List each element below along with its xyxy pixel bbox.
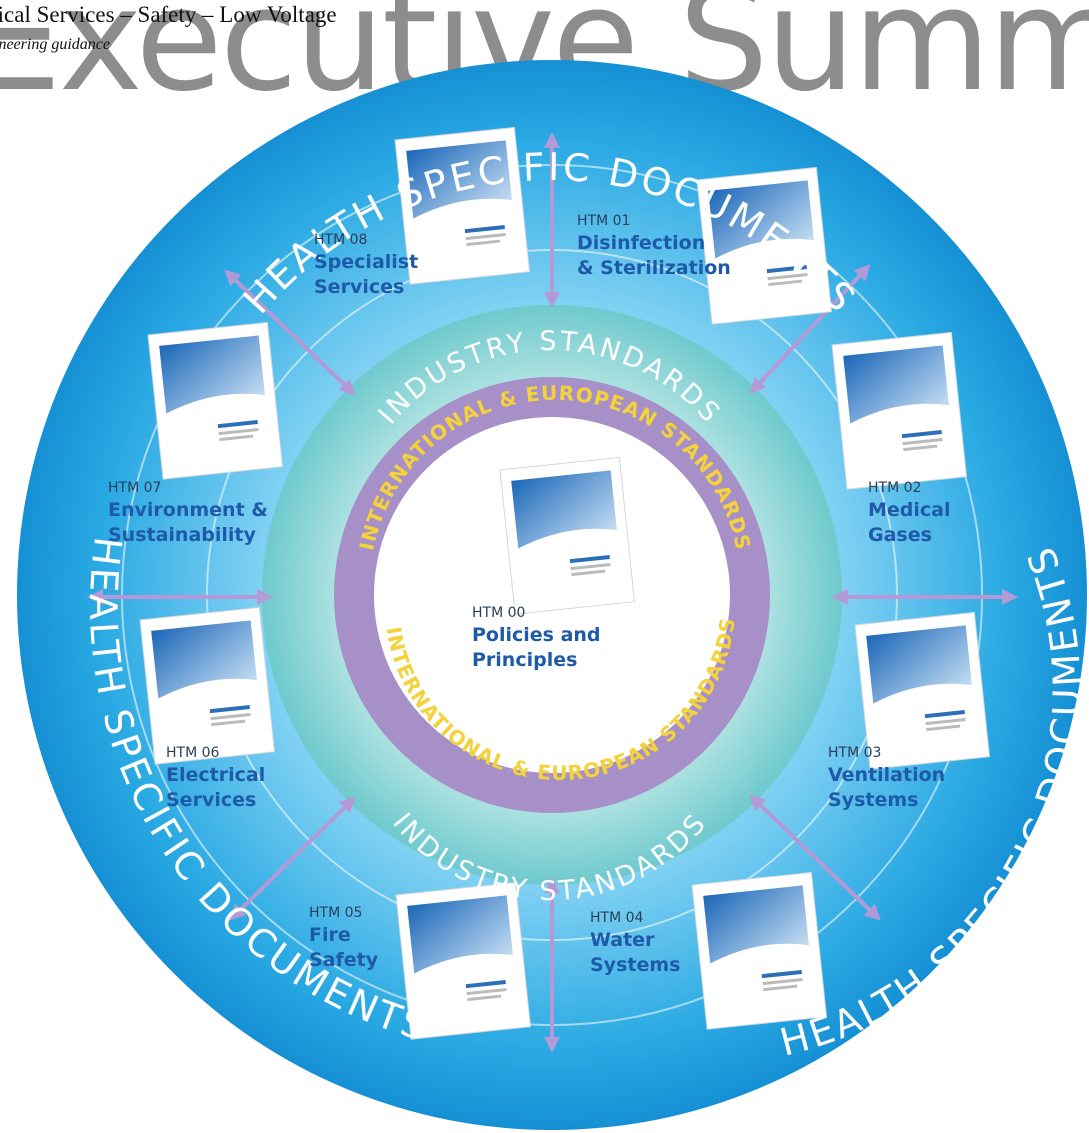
document-thumbnail-htm02 — [831, 331, 968, 490]
document-thumbnail-htm00 — [499, 456, 636, 615]
htm01-label: HTM 01 Disinfection & Sterilization — [577, 213, 731, 281]
htm01-code: HTM 01 — [577, 213, 631, 229]
document-thumbnail-htm04 — [691, 871, 828, 1030]
htm07-code: HTM 07 — [108, 480, 162, 496]
htm03-label: HTM 03 Ventilation Systems — [828, 745, 945, 813]
htm06-title-1: Electrical — [166, 764, 266, 786]
header-title: rical Services – Safety – Low Voltage — [0, 2, 337, 27]
htm00-title-1: Policies and — [472, 624, 601, 646]
document-thumbnail-htm06 — [139, 606, 276, 765]
document-thumbnails — [139, 126, 991, 1040]
htm08-title-1: Specialist — [314, 251, 419, 273]
htm02-title-2: Gases — [868, 524, 932, 546]
connector-arrows — [87, 132, 1018, 1053]
htm08-label: HTM 08 Specialist Services — [314, 232, 418, 300]
htm02-label: HTM 02 Medical Gases — [868, 480, 951, 548]
htm01-title-2: & Sterilization — [577, 257, 731, 279]
header-subtitle: ineering guidance — [0, 36, 110, 53]
htm04-title-1: Water — [590, 929, 655, 951]
htm02-code: HTM 02 — [868, 480, 922, 496]
htm06-label: HTM 06 Electrical Services — [166, 745, 265, 813]
document-thumbnail-htm07 — [147, 321, 284, 480]
htm07-title-1: Environment & — [108, 499, 268, 521]
document-thumbnail-htm08 — [394, 126, 531, 285]
htm04-title-2: Systems — [590, 954, 681, 976]
document-thumbnail-htm05 — [395, 881, 532, 1040]
htm05-title-1: Fire — [309, 924, 351, 946]
htm05-code: HTM 05 — [309, 905, 363, 921]
htm06-code: HTM 06 — [166, 745, 220, 761]
htm00-code: HTM 00 — [472, 605, 526, 621]
htm00-label: HTM 00 Policies and Principles — [472, 605, 601, 673]
document-thumbnail-htm03 — [854, 611, 991, 770]
htm07-title-2: Sustainability — [108, 524, 256, 546]
document-thumbnail-htm01 — [696, 166, 833, 325]
htm05-label: HTM 05 Fire Safety — [309, 905, 378, 973]
htm01-title-1: Disinfection — [577, 232, 706, 254]
htm00-title-2: Principles — [472, 649, 578, 671]
htm02-title-1: Medical — [868, 499, 951, 521]
htm08-title-2: Services — [314, 276, 405, 298]
htm07-label: HTM 07 Environment & Sustainability — [108, 480, 268, 548]
htm03-code: HTM 03 — [828, 745, 882, 761]
htm03-title-2: Systems — [828, 789, 919, 811]
htm08-code: HTM 08 — [314, 232, 368, 248]
htm04-label: HTM 04 Water Systems — [590, 910, 680, 978]
htm04-code: HTM 04 — [590, 910, 644, 926]
htm05-title-2: Safety — [309, 949, 379, 971]
htm03-title-1: Ventilation — [828, 764, 946, 786]
htm06-title-2: Services — [166, 789, 257, 811]
